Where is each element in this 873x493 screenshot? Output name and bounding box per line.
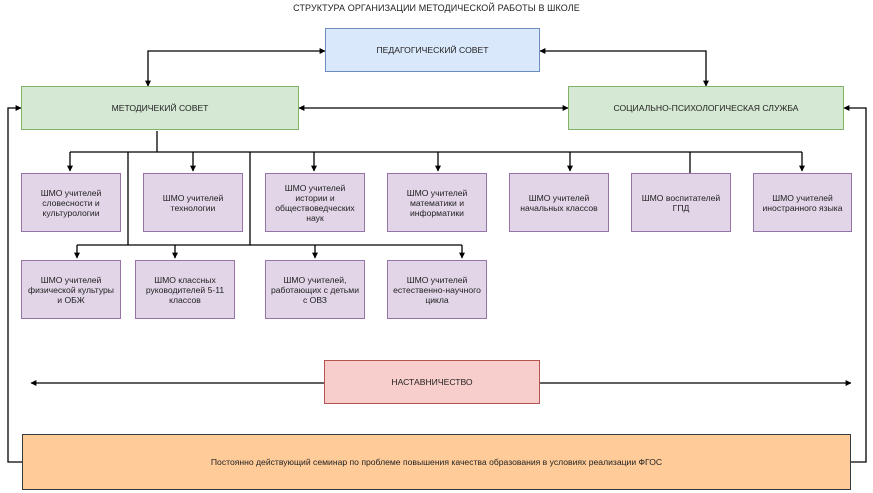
diagram-title: СТРУКТУРА ОРГАНИЗАЦИИ МЕТОДИЧЕСКОЙ РАБОТ…	[293, 3, 580, 13]
loop-left	[7, 105, 22, 463]
shmo-primary: ШМО учителей начальных классов	[509, 173, 609, 232]
shmo-history: ШМО учителей истории и обществоведческих…	[265, 173, 365, 232]
arrow-ped-to-social	[539, 48, 709, 87]
arrow-ped-to-method	[145, 48, 326, 87]
shmo-ovz: ШМО учителей, работающих с детьми с ОВЗ	[265, 260, 365, 319]
method-council-box: МЕТОДИЧЕКИЙ СОВЕТ	[21, 86, 299, 130]
shmo-class-teachers: ШМО классных руководителей 5-11 классов	[135, 260, 235, 319]
shmo-foreign-language: ШМО учителей иностранного языка	[753, 173, 852, 232]
shmo-literature: ШМО учителей словесности и культурологии	[21, 173, 121, 232]
shmo-natural-science: ШМО учителей естественно-научного цикла	[387, 260, 487, 319]
ped-council-box: ПЕДАГОГИЧЕСКИЙ СОВЕТ	[325, 28, 540, 72]
loop-right	[843, 105, 867, 463]
shmo-technology: ШМО учителей технологии	[143, 173, 243, 232]
mentoring-box: НАСТАВНИЧЕСТВО	[324, 360, 540, 404]
social-service-box: СОЦИАЛЬНО-ПСИХОЛОГИЧЕСКАЯ СЛУЖБА	[568, 86, 844, 130]
seminar-box: Постоянно действующий семинар по проблем…	[22, 434, 851, 490]
shmo-physical-education: ШМО учителей физической культуры и ОБЖ	[21, 260, 121, 319]
shmo-math: ШМО учителей математики и информатики	[387, 173, 487, 232]
shmo-gpd: ШМО воспитателей ГПД	[631, 173, 731, 232]
